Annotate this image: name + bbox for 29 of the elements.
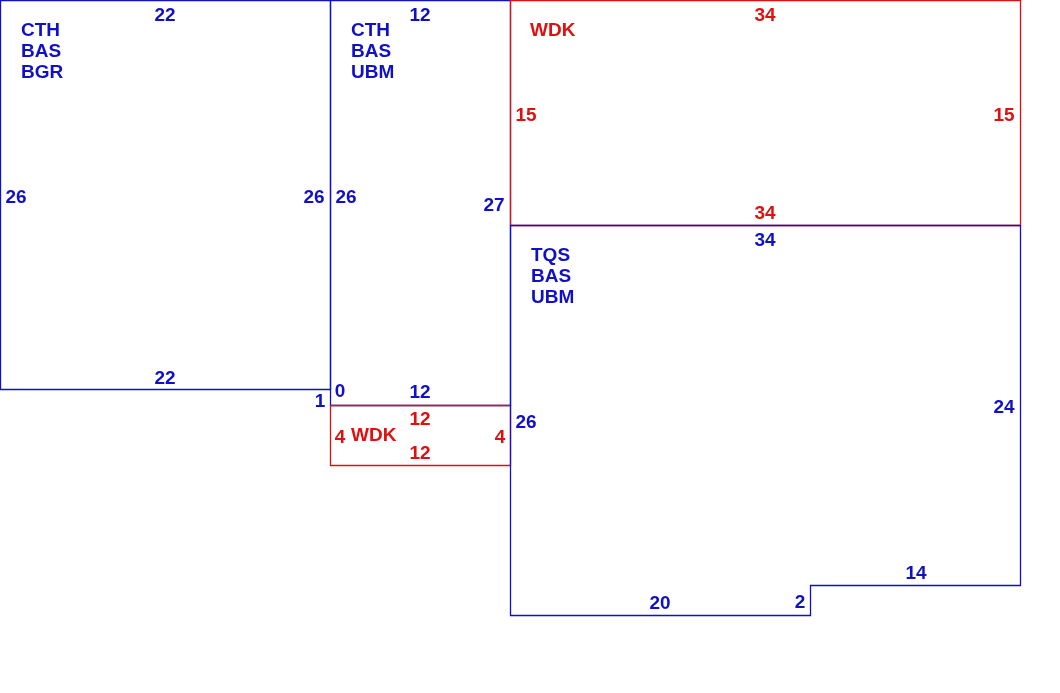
dimension-label: 1 [314,389,326,411]
dimension-label: 27 [483,193,505,215]
room-label: TQS BAS UBM [531,244,576,307]
dimension-label: 26 [303,185,325,207]
room-label: WDK [530,19,577,40]
dimension-label: 34 [754,201,776,223]
dimension-label: 15 [993,103,1015,125]
dimension-label: 2 [794,590,806,612]
dimension-label: 26 [5,185,27,207]
room-label: CTH BAS BGR [21,19,65,82]
dimension-label: 34 [754,228,776,250]
dimension-label: 4 [494,425,506,447]
dimension-label: 24 [993,395,1015,417]
dimension-label: 12 [409,441,431,463]
dimension-label: 26 [335,185,357,207]
dimension-label: 12 [409,380,431,402]
room-label: WDK [351,424,398,445]
dimension-label: 22 [154,3,176,25]
dimension-label: 22 [154,366,176,388]
dimension-label: 15 [515,103,537,125]
dimension-label: 20 [649,591,671,613]
dimension-label: 34 [754,3,776,25]
dimension-label: 14 [905,561,927,583]
dimension-label: 26 [515,410,537,432]
room-label: CTH BAS UBM [351,19,396,82]
dimension-label: 12 [409,407,431,429]
dimension-label: 0 [334,379,346,401]
dimension-label: 4 [334,425,346,447]
dimension-label: 12 [409,3,431,25]
